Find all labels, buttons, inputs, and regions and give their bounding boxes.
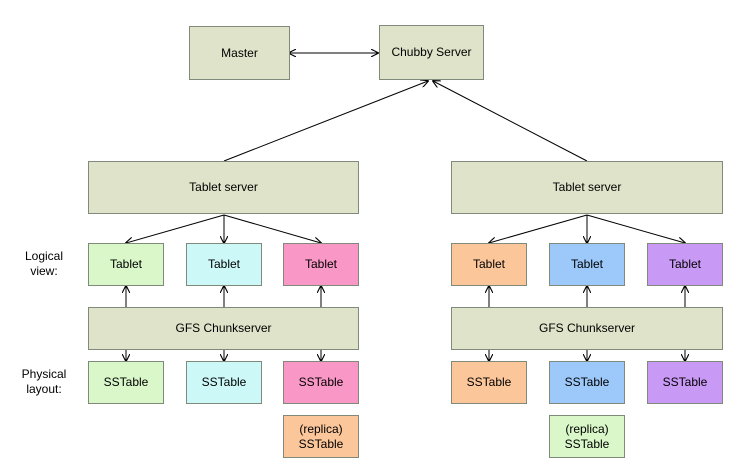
tablet-server-right: Tablet server <box>451 161 723 214</box>
master-label: Master <box>221 45 258 60</box>
tablet-box: Tablet <box>451 243 527 286</box>
replica-sstable-box: (replica) SSTable <box>283 415 359 458</box>
logical-view-label: Logical view: <box>24 249 64 278</box>
gfs-chunkserver-left-label: GFS Chunkserver <box>175 321 272 335</box>
sstable-box: SSTable <box>283 361 359 404</box>
tablet-box: Tablet <box>549 243 625 286</box>
tablet-box: Tablet <box>88 243 164 286</box>
tablet-server-left: Tablet server <box>88 161 359 214</box>
physical-layout-label: Physical layout: <box>21 367 67 396</box>
sstable-box: SSTable <box>186 361 262 404</box>
arrow-tsleft-tablet1 <box>126 214 225 243</box>
gfs-chunkserver-right: GFS Chunkserver <box>451 307 723 350</box>
arrow-tsright-tablet6 <box>586 214 685 243</box>
tablet-box: Tablet <box>283 243 359 286</box>
chubby-server-box: Chubby Server <box>379 25 484 80</box>
arrow-tsright-chubby <box>433 81 588 162</box>
arrow-tsleft-chubby <box>223 81 428 162</box>
chubby-server-label: Chubby Server <box>391 45 472 59</box>
master-box: Master <box>189 26 290 80</box>
tablet-box: Tablet <box>186 243 262 286</box>
sstable-box: SSTable <box>647 361 723 404</box>
sstable-box: SSTable <box>88 361 164 404</box>
replica-sstable-box: (replica) SSTable <box>549 415 625 458</box>
tablet-server-left-label: Tablet server <box>189 180 258 194</box>
tablet-server-right-label: Tablet server <box>552 180 622 194</box>
gfs-chunkserver-left: GFS Chunkserver <box>88 307 359 350</box>
sstable-box: SSTable <box>451 361 527 404</box>
gfs-chunkserver-right-label: GFS Chunkserver <box>538 321 636 335</box>
tablet-box: Tablet <box>647 243 723 286</box>
sstable-box: SSTable <box>549 361 625 404</box>
arrow-tsright-tablet4 <box>489 214 588 243</box>
arrow-tsleft-tablet3 <box>223 214 321 243</box>
